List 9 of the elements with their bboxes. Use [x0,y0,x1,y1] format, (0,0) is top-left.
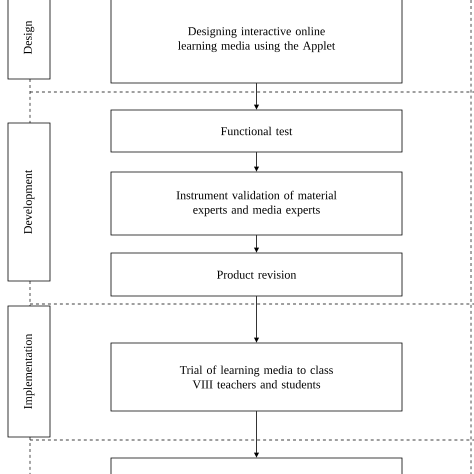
process-box: Instrument validation of material experts and media experts [110,172,402,236]
process-box: Designing interactive online learning media using the Applet [110,0,402,84]
process-box: Product revision [110,252,402,296]
process-box: Functional test [110,110,402,152]
phase-label: Implementation [8,306,50,438]
phase-label: Development [8,122,50,282]
process-box: Trial of learning media to class VIII teachers and students [110,342,402,412]
process-box [110,458,402,474]
phase-label: Design [8,0,50,80]
